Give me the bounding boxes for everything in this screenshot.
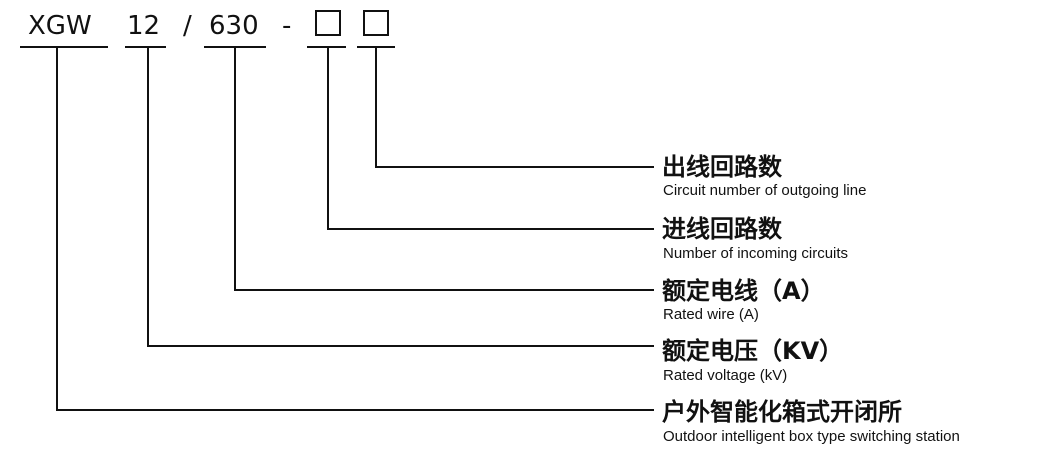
code-voltage: 12 bbox=[127, 11, 160, 41]
label-series: 户外智能化箱式开闭所 Outdoor intelligent box type … bbox=[662, 398, 960, 445]
incoming-circuits-box bbox=[315, 10, 341, 36]
label-outgoing-cn: 出线回路数 bbox=[662, 153, 783, 181]
label-incoming: 进线回路数 Number of incoming circuits bbox=[662, 215, 848, 262]
connector-incoming bbox=[327, 47, 654, 230]
connector-lines bbox=[56, 47, 654, 411]
model-code: XGW 12 / 630 - bbox=[28, 10, 389, 41]
label-voltage-en: Rated voltage (kV) bbox=[663, 367, 787, 384]
label-series-cn: 户外智能化箱式开闭所 bbox=[662, 398, 902, 426]
code-series: XGW bbox=[28, 11, 92, 41]
connector-current bbox=[234, 47, 654, 291]
label-current: 额定电线（A） Rated wire (A) bbox=[662, 277, 825, 323]
label-incoming-en: Number of incoming circuits bbox=[663, 245, 848, 262]
labels: 出线回路数 Circuit number of outgoing line 进线… bbox=[662, 153, 960, 445]
label-voltage-cn: 额定电压（KV） bbox=[662, 337, 843, 365]
connector-voltage bbox=[147, 47, 654, 347]
code-current: 630 bbox=[209, 11, 259, 41]
label-current-cn: 额定电线（A） bbox=[662, 277, 825, 305]
label-current-en: Rated wire (A) bbox=[663, 306, 759, 323]
code-dash: - bbox=[282, 11, 291, 41]
label-outgoing-en: Circuit number of outgoing line bbox=[663, 182, 866, 199]
code-separator: / bbox=[183, 11, 192, 41]
outgoing-circuits-box bbox=[363, 10, 389, 36]
label-voltage: 额定电压（KV） Rated voltage (kV) bbox=[662, 337, 843, 384]
label-series-en: Outdoor intelligent box type switching s… bbox=[663, 428, 960, 445]
label-incoming-cn: 进线回路数 bbox=[662, 215, 783, 243]
connector-series bbox=[56, 47, 654, 411]
label-outgoing: 出线回路数 Circuit number of outgoing line bbox=[662, 153, 866, 199]
connector-outgoing bbox=[375, 47, 654, 168]
